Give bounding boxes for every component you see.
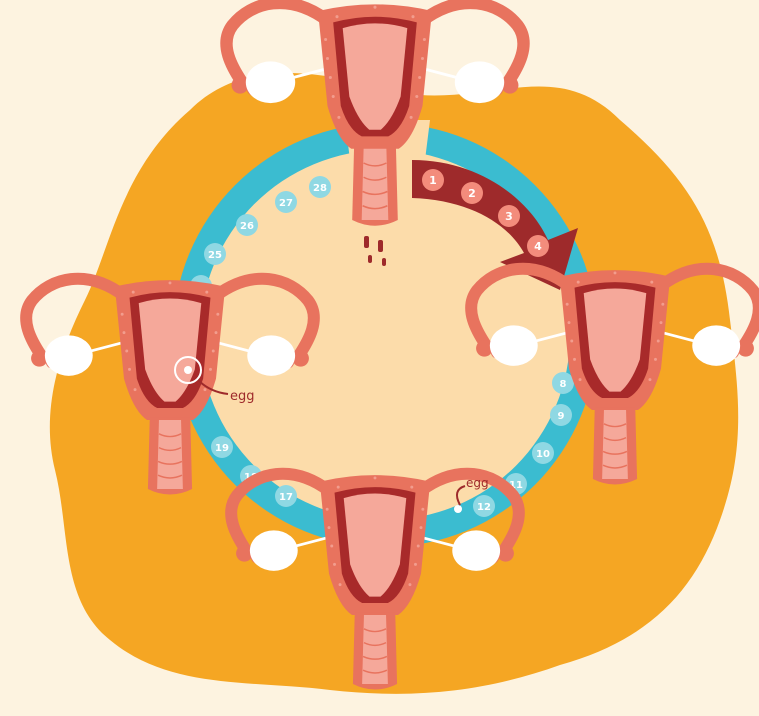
svg-text:10: 10 bbox=[536, 449, 550, 460]
svg-text:27: 27 bbox=[279, 198, 293, 209]
svg-text:9: 9 bbox=[558, 411, 565, 422]
svg-text:12: 12 bbox=[477, 502, 491, 513]
svg-text:1: 1 bbox=[429, 174, 437, 187]
period-day-4: 4 bbox=[527, 235, 549, 257]
ring-day-19: 19 bbox=[211, 436, 233, 458]
ring-day-8: 8 bbox=[552, 372, 574, 394]
ring-day-17: 17 bbox=[275, 485, 297, 507]
ring-day-26: 26 bbox=[236, 214, 258, 236]
ring-day-12: 12 bbox=[473, 495, 495, 517]
svg-text:28: 28 bbox=[313, 183, 327, 194]
svg-text:8: 8 bbox=[560, 379, 567, 390]
period-day-3: 3 bbox=[498, 205, 520, 227]
svg-text:4: 4 bbox=[534, 240, 542, 253]
svg-text:2: 2 bbox=[468, 187, 476, 200]
svg-text:17: 17 bbox=[279, 492, 293, 503]
svg-text:3: 3 bbox=[505, 210, 513, 223]
ring-day-10: 10 bbox=[532, 442, 554, 464]
ring-day-25: 25 bbox=[204, 243, 226, 265]
ring-day-27: 27 bbox=[275, 191, 297, 213]
ring-day-28: 28 bbox=[309, 176, 331, 198]
svg-text:19: 19 bbox=[215, 443, 229, 454]
svg-text:25: 25 bbox=[208, 250, 222, 261]
svg-text:26: 26 bbox=[240, 221, 254, 232]
egg-label-bottom: egg bbox=[466, 476, 489, 490]
ring-day-9: 9 bbox=[550, 404, 572, 426]
egg-label-left: egg bbox=[230, 389, 255, 404]
period-day-2: 2 bbox=[461, 182, 483, 204]
period-day-1: 1 bbox=[422, 169, 444, 191]
